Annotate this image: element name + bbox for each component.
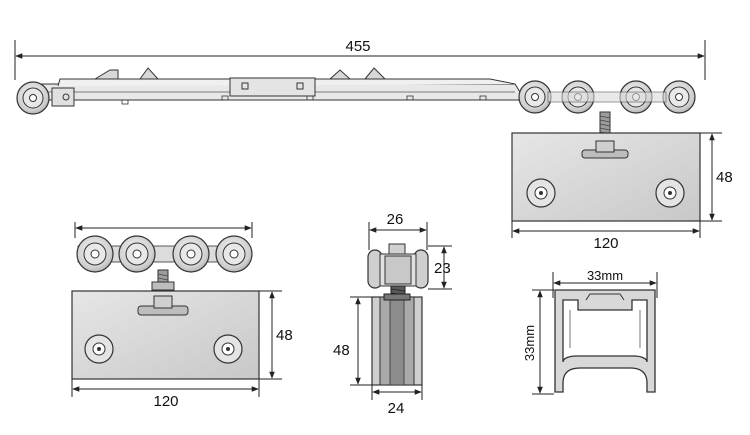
track-width-label: 33mm bbox=[587, 268, 623, 283]
left-plate-width-label: 120 bbox=[153, 393, 178, 410]
front-wheel-3 bbox=[172, 235, 210, 273]
left-plate-height-label: 48 bbox=[276, 327, 293, 344]
track-profile: 33mm 33mm bbox=[522, 268, 658, 395]
front-wheel-2 bbox=[118, 235, 156, 273]
front-wheel-4 bbox=[215, 235, 253, 273]
rail-wheel-r1 bbox=[518, 80, 552, 114]
rail-connector bbox=[229, 77, 316, 97]
rail-clip-4 bbox=[363, 67, 387, 80]
rail-clip-1 bbox=[93, 69, 119, 80]
track-profile-shape bbox=[554, 289, 656, 393]
rail-clip-2 bbox=[139, 67, 160, 80]
overall-length-label: 455 bbox=[345, 38, 370, 55]
rail-wheel-r4 bbox=[662, 80, 696, 114]
end-view: 26 23 48 24 bbox=[333, 211, 452, 417]
end-wheel-height-label: 23 bbox=[434, 260, 451, 277]
rail-clip-3 bbox=[328, 69, 352, 80]
track-height-label: 33mm bbox=[522, 325, 537, 361]
top-plate-height-label: 48 bbox=[716, 169, 733, 186]
end-width-label: 26 bbox=[387, 211, 404, 228]
end-base-width-label: 24 bbox=[388, 400, 405, 417]
rail-wheel-left bbox=[16, 81, 50, 115]
rail-assembly: 455 bbox=[14, 38, 733, 252]
top-plate-width-label: 120 bbox=[593, 235, 618, 252]
front-hanger: 48 120 bbox=[71, 222, 293, 410]
end-height-label: 48 bbox=[333, 342, 350, 359]
front-wheel-1 bbox=[76, 235, 114, 273]
